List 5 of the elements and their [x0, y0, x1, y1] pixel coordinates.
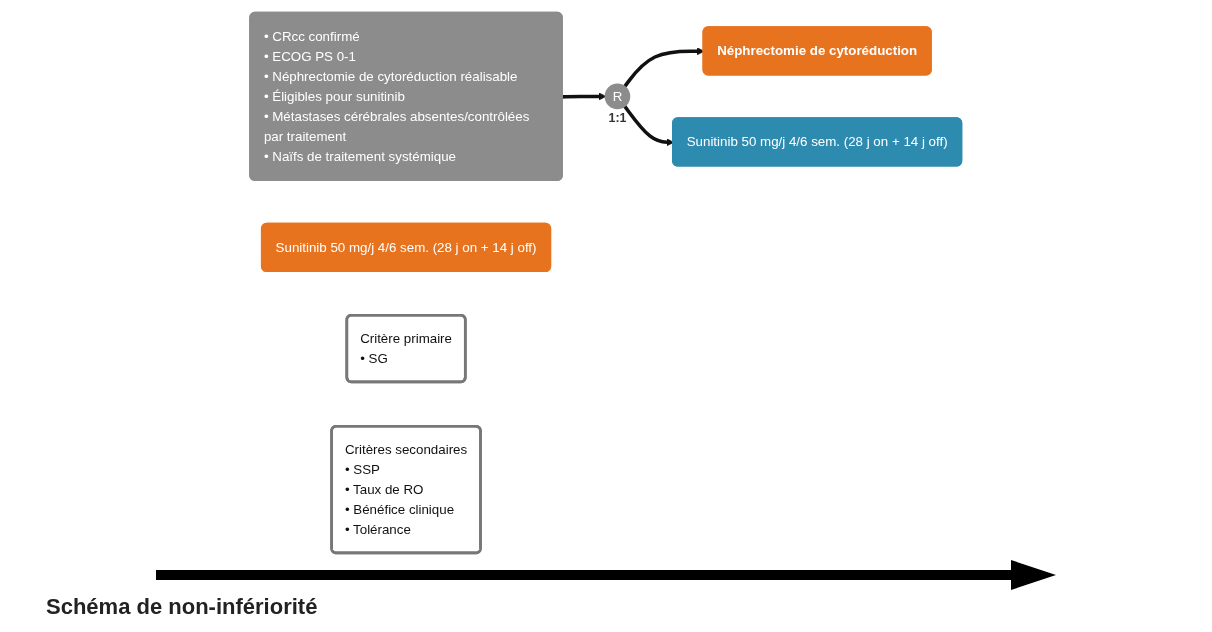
caption: Schéma de non-infériorité [46, 594, 318, 620]
node-circle: R [604, 83, 631, 110]
ratio-label: 1:1 [608, 111, 627, 126]
arrow [562, 92, 607, 101]
arrow [623, 47, 705, 89]
